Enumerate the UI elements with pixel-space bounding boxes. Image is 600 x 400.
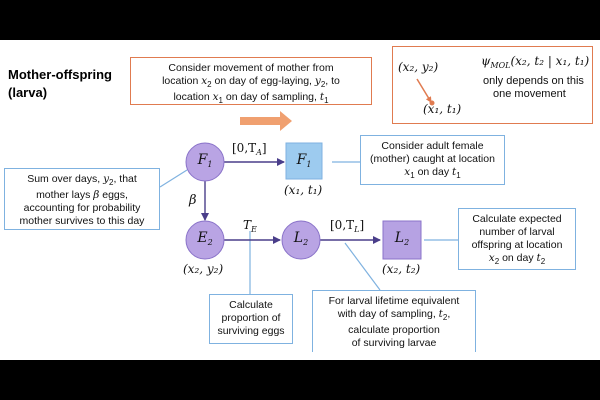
larval-line-3: calculate proportion <box>348 324 440 336</box>
sum-over-days-box: Sum over days, y2, that mother lays β eg… <box>4 168 160 230</box>
larval-lifetime-box: For larval lifetime equivalent with day … <box>312 290 476 352</box>
node-f1-circle <box>185 142 225 182</box>
adult-line-1: Consider adult female <box>381 140 484 152</box>
node-f1-square-label: F1 <box>296 152 312 169</box>
adult-female-box: Consider adult female (mother) caught at… <box>360 135 505 185</box>
node-f1-square <box>285 142 323 180</box>
node-e2-label: E2 <box>197 230 213 247</box>
sum-line-4: mother survives to this day <box>19 215 145 227</box>
connector-larval-box <box>344 242 381 291</box>
eggs-line-1: Calculate <box>229 299 273 311</box>
node-l2-label: L2 <box>293 230 309 247</box>
sum-line-2: mother lays β eggs, <box>36 189 128 201</box>
eggs-line-2: proportion of <box>221 312 281 324</box>
edge-label-tl: [0,TL] <box>330 218 365 234</box>
expected-line-4: x2 on day t2 <box>488 252 546 266</box>
node-l2-circle <box>281 220 321 260</box>
inset-from-label: (x₂, y₂) <box>398 60 439 74</box>
inset-movement-arrow <box>416 78 432 103</box>
expected-line-2: number of larval <box>479 226 555 238</box>
inset-line-2: only depends on this <box>483 75 584 87</box>
inset-line-3: one movement <box>493 88 566 100</box>
surviving-eggs-box: Calculate proportion of surviving eggs <box>209 294 293 344</box>
edge-label-te: TE <box>243 218 257 234</box>
movement-box: Consider movement of mother from locatio… <box>130 57 372 105</box>
edge-label-beta: β <box>189 193 197 208</box>
adult-line-3: x1 on day t1 <box>404 166 461 180</box>
sum-line-3: accounting for probability <box>23 202 141 214</box>
node-e2-circle <box>185 220 225 260</box>
larval-line-2: with day of sampling, t2, <box>337 308 451 322</box>
node-l2-square-label: L2 <box>394 230 410 247</box>
node-f1-label: F1 <box>197 152 213 169</box>
inset-endpoint-dot <box>429 100 435 106</box>
edge-label-ta: [0,TA] <box>232 141 267 157</box>
slide-title: Mother-offspring (larva) <box>8 67 112 100</box>
sum-line-1: Sum over days, y2, that <box>27 173 137 187</box>
expected-line-1: Calculate expected <box>472 213 562 225</box>
larval-line-4: of surviving larvae <box>351 337 437 349</box>
expected-larval-box: Calculate expected number of larval offs… <box>458 208 576 270</box>
inset-psi-line: ψMOL(x₂, t₂ | x₁, t₁) <box>481 54 590 71</box>
node-l2-square <box>382 220 422 260</box>
larval-line-1: For larval lifetime equivalent <box>328 295 460 307</box>
movement-line-3: location x1 on day of sampling, t1 <box>173 91 329 105</box>
expected-line-3: offspring at location <box>471 239 563 251</box>
eggs-line-3: surviving eggs <box>217 325 285 337</box>
inset-box: (x₂, y₂) (x₁, t₁) ψMOL(x₂, t₂ | x₁, t₁) … <box>392 46 593 124</box>
big-orange-arrow <box>240 111 292 131</box>
movement-line-2: location x2 on day of egg-laying, y2, to <box>162 75 340 89</box>
inset-to-label: (x₁, t₁) <box>423 102 462 116</box>
coord-f1-square: (x₁, t₁) <box>284 183 323 197</box>
movement-line-1: Consider movement of mother from <box>168 62 334 74</box>
adult-line-2: (mother) caught at location <box>370 153 495 165</box>
coord-e2: (x₂, y₂) <box>183 262 224 276</box>
coord-l2-square: (x₂, t₂) <box>382 262 421 276</box>
connector-left-box <box>159 169 188 188</box>
